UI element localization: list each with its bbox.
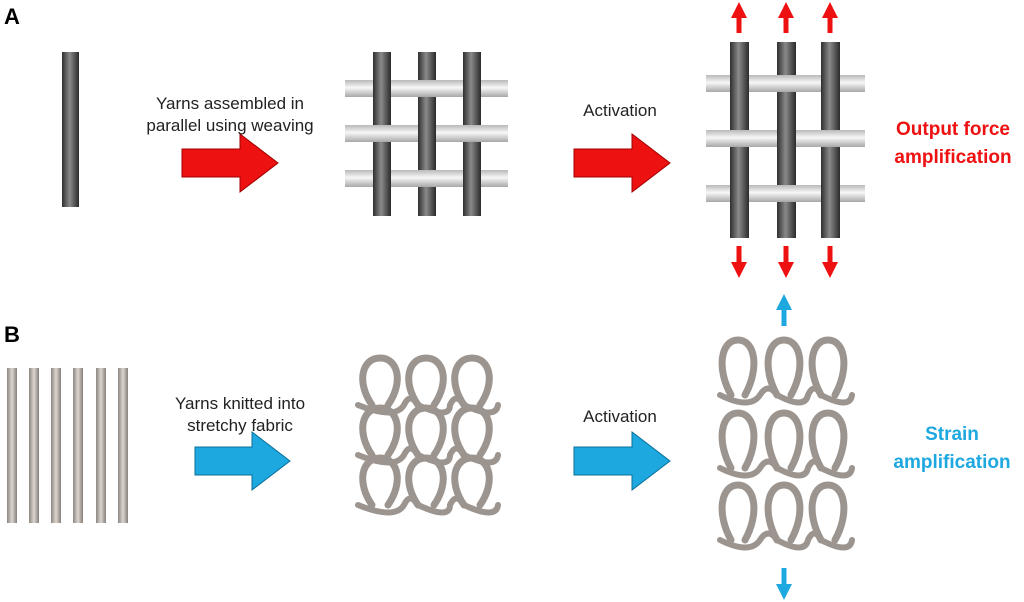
force-up-arrows: [730, 1, 839, 33]
strain-amplification-line1: Strain: [925, 424, 979, 445]
activated-knitted-fabric: [717, 336, 855, 551]
knitted-fabric: [355, 354, 501, 516]
process-arrow-knit: [194, 430, 291, 492]
weaving-caption-line1: Yarns assembled in: [155, 94, 305, 113]
activation-caption-b: Activation: [583, 407, 657, 426]
woven-fabric: [345, 52, 508, 216]
process-arrow-activation-a: [573, 132, 671, 194]
weaving-caption-line2: parallel using weaving: [146, 116, 314, 135]
strain-amplification-label: Strain amplification: [880, 421, 1024, 477]
process-arrow-weave: [181, 132, 279, 194]
activation-caption-a: Activation: [583, 101, 657, 120]
process-arrow-activation-b: [573, 430, 671, 492]
single-yarn: [62, 52, 79, 207]
panel-label-a: A: [4, 4, 20, 29]
knitting-caption-line2: stretchy fabric: [187, 416, 293, 435]
knitting-caption: Yarns knitted into stretchy fabric: [140, 393, 340, 437]
force-amplification-label: Output force amplification: [886, 116, 1020, 172]
force-down-arrows: [730, 246, 839, 279]
force-amplification-line1: Output force: [896, 119, 1010, 140]
panel-label-b: B: [4, 322, 20, 347]
activated-woven-fabric: [706, 42, 865, 238]
force-amplification-line2: amplification: [894, 147, 1012, 168]
strain-amplification-line2: amplification: [893, 452, 1011, 473]
parallel-yarns: [7, 368, 128, 523]
knitting-caption-line1: Yarns knitted into: [174, 394, 306, 413]
weaving-caption: Yarns assembled in parallel using weavin…: [130, 93, 330, 137]
